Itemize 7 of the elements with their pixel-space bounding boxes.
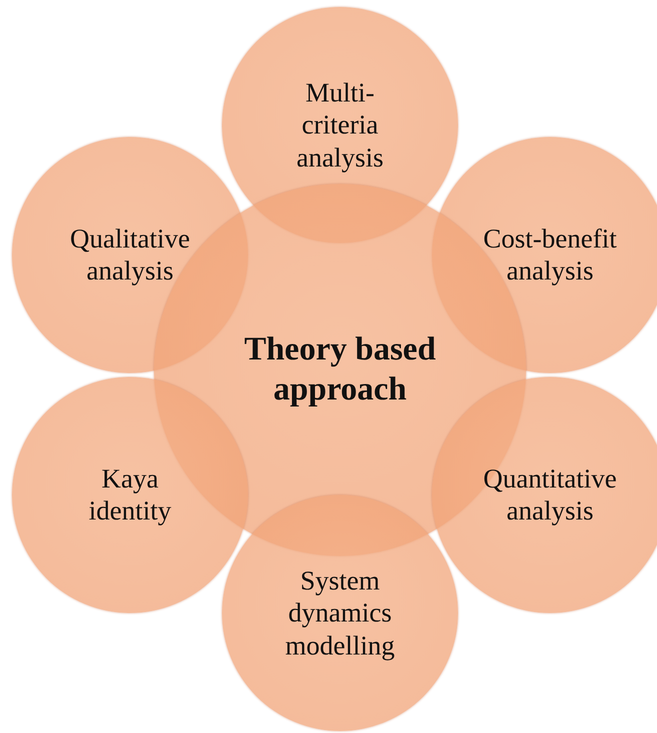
circle-label: Theory based approach <box>243 330 437 409</box>
circle-label: Kaya identity <box>88 462 172 528</box>
circle-label: Multi-criteria analysis <box>296 76 384 174</box>
circle-label: Cost-benefit analysis <box>482 222 618 288</box>
circle-label: Qualitative analysis <box>69 222 191 288</box>
circle-label: System dynamics modelling <box>284 564 396 662</box>
circle-label: Quantitative analysis <box>482 462 618 528</box>
